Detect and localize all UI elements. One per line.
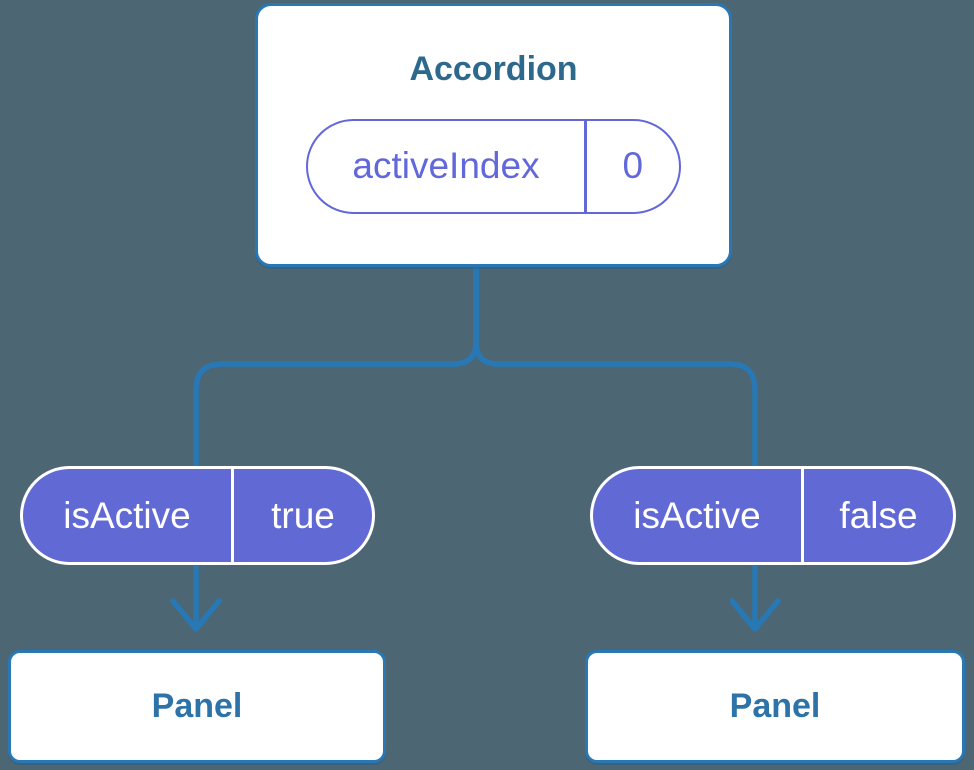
branch-left-line <box>193 262 479 471</box>
prop-pill-left: isActive true <box>20 466 375 565</box>
prop-pill-right-label: isActive <box>633 494 761 536</box>
prop-pill-right: isActive false <box>590 466 956 565</box>
prop-pill-left-value: true <box>271 494 335 536</box>
panel-card-left-title: Panel <box>151 687 243 725</box>
prop-pill-right-value: false <box>839 494 918 536</box>
state-pill-label: activeIndex <box>352 145 540 186</box>
arrow-left-head-icon <box>170 598 222 632</box>
accordion-card: Accordion activeIndex 0 <box>255 3 732 267</box>
panel-card-right: Panel <box>585 650 965 763</box>
state-pill-divider <box>584 120 587 212</box>
panel-card-left: Panel <box>8 650 386 763</box>
prop-pill-right-divider <box>801 469 804 562</box>
accordion-card-title: Accordion <box>409 50 578 88</box>
branch-right-line <box>473 262 758 471</box>
state-pill-value: 0 <box>622 145 644 186</box>
panel-card-right-title: Panel <box>729 687 821 725</box>
arrow-right-head-icon <box>729 598 781 632</box>
prop-pill-left-divider <box>231 469 234 562</box>
prop-pill-left-label: isActive <box>63 494 191 536</box>
state-pill: activeIndex 0 <box>306 118 681 214</box>
